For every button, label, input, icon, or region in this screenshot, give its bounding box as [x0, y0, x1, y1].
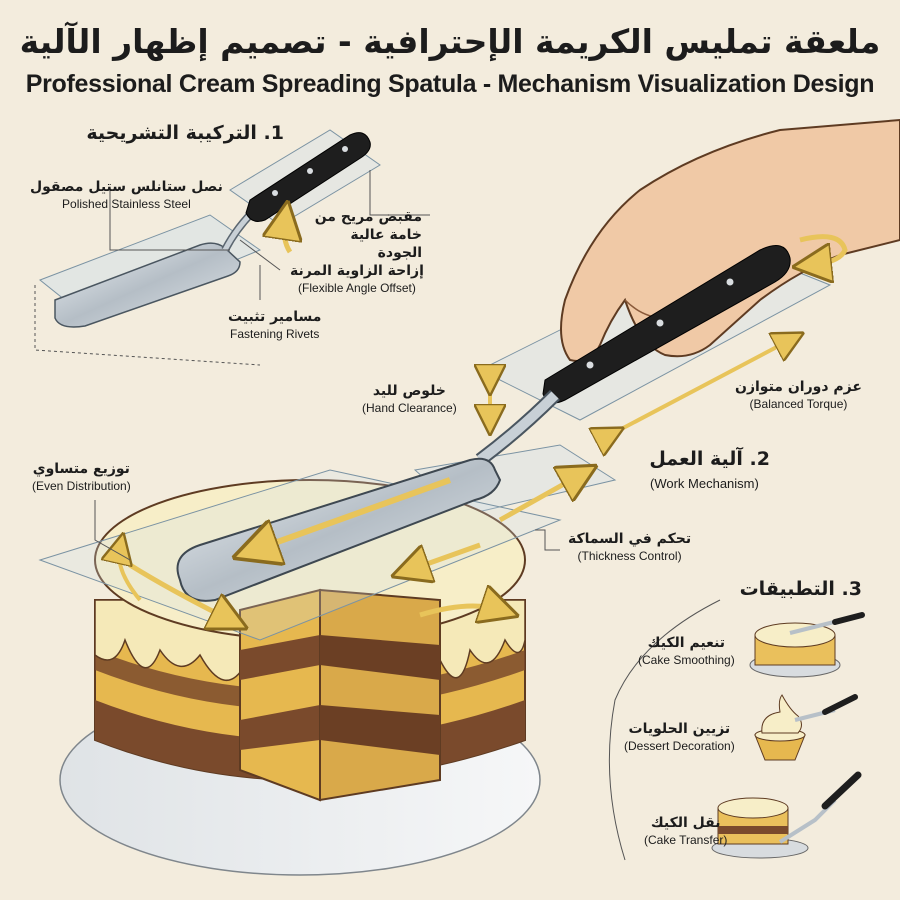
- anatomy-section-title: 1. التركيبة التشريحية: [86, 122, 284, 144]
- label-distribution-ar: توزيع متساوي: [32, 461, 130, 477]
- application-decoration-en: (Dessert Decoration): [624, 739, 735, 753]
- label-blade-en: Polished Stainless Steel: [62, 197, 191, 211]
- label-handle-ar: مقبض مريح من خامة عالية الجودة: [314, 209, 422, 261]
- application-smoothing-ar: تنعيم الكيك: [647, 635, 726, 651]
- label-rivets: مسامير تثبيت Fastening Rivets: [228, 308, 321, 342]
- label-blade-ar: نصل ستانلس ستيل مصقول: [30, 179, 223, 195]
- label-clearance-ar: خلوص لليد: [372, 383, 446, 399]
- dessert-decoration-icon: [754, 694, 858, 761]
- label-torque: عزم دوران متوازن (Balanced Torque): [735, 378, 862, 412]
- label-distribution-en: (Even Distribution): [32, 479, 131, 493]
- cake-smoothing-icon: [749, 612, 865, 678]
- title-english: Professional Cream Spreading Spatula - M…: [25, 70, 875, 98]
- anatomy-spatula-diagram: [34, 129, 430, 366]
- label-blade: نصل ستانلس ستيل مصقول Polished Stainless…: [30, 178, 223, 212]
- application-decoration-ar: تزيين الحلويات: [628, 721, 731, 737]
- label-offset: إزاحة الزاوية المرنة (Flexible Angle Off…: [290, 262, 424, 296]
- application-transfer-en: (Cake Transfer): [644, 833, 728, 847]
- label-handle: مقبض مريح من خامة عالية الجودة: [310, 208, 422, 262]
- cake-illustration: [38, 457, 580, 876]
- label-rivets-en: Fastening Rivets: [229, 327, 320, 341]
- mechanism-hand-diagram: [413, 118, 900, 516]
- label-torque-ar: عزم دوران متوازن: [735, 379, 862, 395]
- label-thickness-ar: تحكم في السماكة: [568, 531, 692, 547]
- application-item-smoothing: تنعيم الكيك (Cake Smoothing): [638, 634, 735, 668]
- rivet-3: [342, 146, 348, 152]
- label-offset-en: (Flexible Angle Offset): [298, 281, 416, 295]
- label-torque-en: (Balanced Torque): [749, 397, 848, 411]
- label-thickness: تحكم في السماكة (Thickness Control): [568, 530, 691, 564]
- rivet-1: [272, 190, 278, 196]
- label-offset-ar: إزاحة الزاوية المرنة: [290, 263, 424, 279]
- title-arabic: ملعقة تمليس الكريمة الإحترافية - تصميم إ…: [19, 22, 881, 61]
- mechanism-section-title: 2. آلية العمل: [649, 448, 770, 470]
- application-item-transfer: نقل الكيك (Cake Transfer): [644, 814, 727, 848]
- label-rivets-ar: مسامير تثبيت: [228, 309, 322, 325]
- applications-section-title: 3. التطبيقات: [739, 578, 862, 600]
- rivet-2: [307, 168, 313, 174]
- anatomy-blade: [54, 242, 241, 328]
- label-clearance: خلوص لليد (Hand Clearance): [362, 382, 457, 416]
- mechanism-section-subtitle: (Work Mechanism): [650, 476, 759, 491]
- application-item-decoration: تزيين الحلويات (Dessert Decoration): [624, 720, 735, 754]
- cake-transfer-icon: [711, 771, 862, 859]
- application-smoothing-en: (Cake Smoothing): [638, 653, 735, 667]
- label-distribution: توزيع متساوي (Even Distribution): [32, 460, 131, 494]
- label-thickness-en: (Thickness Control): [577, 549, 682, 563]
- application-transfer-ar: نقل الكيك: [650, 815, 721, 831]
- label-clearance-en: (Hand Clearance): [362, 401, 457, 415]
